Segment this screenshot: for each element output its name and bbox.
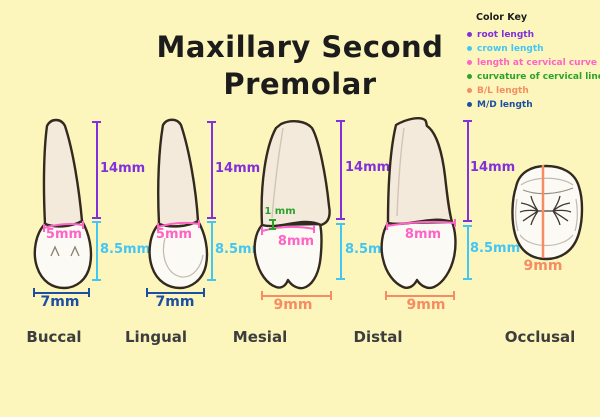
key-label: length at cervical curve bbox=[477, 57, 597, 68]
bl-length-value-distal: 9mm bbox=[406, 297, 446, 313]
crown-length-value-distal: 8.5mm bbox=[470, 241, 521, 256]
md-length-line-lingual bbox=[146, 288, 205, 297]
md-length-value-buccal: 7mm bbox=[40, 294, 80, 310]
key-label: B/L length bbox=[477, 85, 529, 96]
root-length-value-buccal: 14mm bbox=[100, 161, 146, 176]
view-label-lingual: Lingual bbox=[124, 328, 188, 346]
view-label-buccal: Buccal bbox=[26, 328, 82, 346]
crown-length-value-buccal: 8.5mm bbox=[100, 242, 151, 257]
root-length-value-lingual: 14mm bbox=[215, 161, 261, 176]
occlusal-fissures bbox=[519, 195, 572, 226]
view-label-mesial: Mesial bbox=[232, 328, 288, 346]
key-label: crown length bbox=[477, 43, 544, 54]
key-label: root length bbox=[477, 29, 534, 40]
bl-length-value-mesial: 9mm bbox=[273, 297, 313, 313]
crown-length-line-distal bbox=[463, 225, 472, 280]
color-key-item-md-length: M/D length bbox=[467, 99, 533, 110]
key-bullet-icon bbox=[467, 102, 472, 107]
view-label-distal: Distal bbox=[353, 328, 403, 346]
distal-tooth-illustration bbox=[380, 117, 457, 290]
cervical-curvature-line-mesial bbox=[269, 219, 276, 230]
root-length-line-distal bbox=[463, 120, 472, 222]
root-length-line-mesial bbox=[336, 120, 345, 220]
occlusal-tooth-illustration bbox=[511, 164, 584, 261]
md-length-line-buccal bbox=[33, 288, 90, 297]
key-bullet-icon bbox=[467, 60, 472, 65]
bl-length-line-mesial bbox=[261, 291, 332, 300]
buccal-tooth-illustration bbox=[33, 118, 93, 290]
page-title-line2: Premolar bbox=[223, 67, 377, 101]
root-length-value-distal: 14mm bbox=[470, 160, 516, 175]
key-bullet-icon bbox=[467, 32, 472, 37]
color-key-item-root-length: root length bbox=[467, 29, 534, 40]
color-key-item-bl-length: B/L length bbox=[467, 85, 529, 96]
cervical-curve-value-buccal: 5mm bbox=[45, 227, 83, 242]
crown-length-line-mesial bbox=[336, 223, 345, 280]
bl-length-value-occlusal: 9mm bbox=[523, 258, 563, 274]
cervical-curvature-value-mesial: 1 mm bbox=[264, 206, 296, 217]
key-bullet-icon bbox=[467, 88, 472, 93]
root-length-value-mesial: 14mm bbox=[345, 160, 391, 175]
key-label: curvature of cervical line bbox=[477, 71, 600, 82]
mesial-tooth-illustration bbox=[253, 120, 331, 290]
color-key-item-crown-length: crown length bbox=[467, 43, 544, 54]
key-label: M/D length bbox=[477, 99, 533, 110]
lingual-tooth-illustration bbox=[148, 118, 209, 290]
page-title-line1: Maxillary Second bbox=[156, 30, 444, 64]
cervical-curve-value-lingual: 5mm bbox=[155, 227, 193, 242]
cervical-curve-value-mesial: 8mm bbox=[277, 234, 315, 249]
crown-length-line-lingual bbox=[207, 221, 216, 281]
bl-length-line-distal bbox=[385, 291, 455, 300]
crown-length-line-buccal bbox=[92, 221, 101, 281]
cervical-curve-value-distal: 8mm bbox=[404, 227, 442, 242]
root-length-line-buccal bbox=[92, 121, 101, 219]
crown-length-value-lingual: 8.5mm bbox=[215, 242, 266, 257]
md-length-value-lingual: 7mm bbox=[155, 294, 195, 310]
color-key-item-cervical-curve: length at cervical curve bbox=[467, 57, 597, 68]
color-key-item-cervical-line: curvature of cervical line bbox=[467, 71, 600, 82]
key-bullet-icon bbox=[467, 46, 472, 51]
view-label-occlusal: Occlusal bbox=[504, 328, 576, 346]
color-key-heading: Color Key bbox=[476, 12, 528, 23]
key-bullet-icon bbox=[467, 74, 472, 79]
root-length-line-lingual bbox=[207, 121, 216, 219]
